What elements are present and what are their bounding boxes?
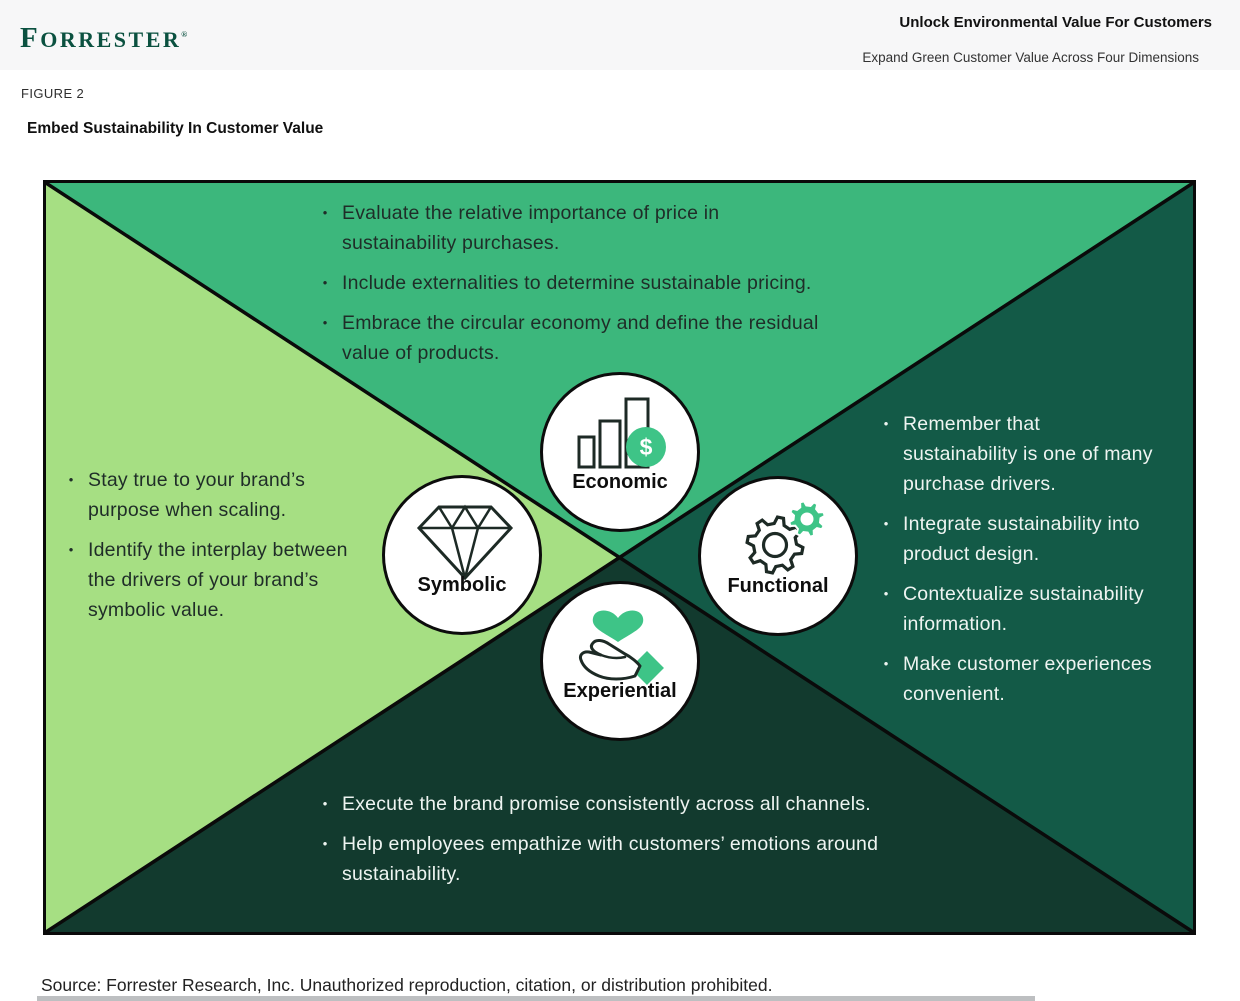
bullet-icon: •: [68, 472, 74, 487]
list-item: •Help employees empathize with customers…: [318, 829, 958, 889]
list-item: •Stay true to your brand’s purpose when …: [64, 465, 364, 525]
list-item: •Integrate sustainability into product d…: [879, 509, 1179, 569]
list-item: •Embrace the circular economy and define…: [318, 308, 958, 368]
list-item: •Identify the interplay between the driv…: [64, 535, 364, 625]
economic-bullet-list: •Evaluate the relative importance of pri…: [318, 198, 958, 378]
experiential-label: Experiential: [563, 680, 677, 702]
functional-badge: Functional: [698, 476, 858, 636]
list-item: •Make customer experiences convenient.: [879, 649, 1179, 709]
bullet-icon: •: [322, 796, 328, 811]
functional-bullet-list: •Remember that sustainability is one of …: [879, 409, 1179, 719]
economic-badge: $ Economic: [540, 372, 700, 532]
hand-heart-icon: [579, 610, 664, 685]
list-item: •Contextualize sustainability informatio…: [879, 579, 1179, 639]
bullet-icon: •: [322, 205, 328, 220]
header-band: Forrester® Unlock Environmental Value Fo…: [0, 0, 1240, 70]
registered-mark: ®: [181, 30, 188, 39]
report-title: Unlock Environmental Value For Customers: [899, 14, 1212, 31]
figure-label: FIGURE 2: [21, 86, 85, 101]
symbolic-label: Symbolic: [417, 574, 507, 596]
bullet-icon: •: [322, 836, 328, 851]
svg-text:$: $: [640, 434, 653, 460]
forrester-logo: Forrester®: [20, 20, 187, 55]
source-note: Source: Forrester Research, Inc. Unautho…: [41, 975, 773, 995]
figure-title: Embed Sustainability In Customer Value: [27, 120, 324, 137]
symbolic-bullet-list: •Stay true to your brand’s purpose when …: [64, 465, 364, 635]
economic-label: Economic: [572, 471, 668, 493]
list-item: •Include externalities to determine sust…: [318, 268, 958, 298]
gears-icon: [745, 500, 826, 575]
brand-name: Forrester: [20, 22, 182, 54]
bar-chart-dollar-icon: $: [577, 397, 666, 469]
experiential-badge: Experiential: [540, 581, 700, 741]
functional-label: Functional: [727, 575, 829, 597]
list-item: •Evaluate the relative importance of pri…: [318, 198, 958, 258]
horizontal-scrollbar[interactable]: [37, 996, 1035, 1001]
symbolic-badge: Symbolic: [382, 475, 542, 635]
list-item: •Remember that sustainability is one of …: [879, 409, 1179, 499]
bullet-icon: •: [68, 542, 74, 557]
list-item: •Execute the brand promise consistently …: [318, 789, 958, 819]
diamond-icon: [416, 504, 514, 581]
four-dimensions-diagram: •Evaluate the relative importance of pri…: [43, 180, 1196, 935]
report-subtitle: Expand Green Customer Value Across Four …: [862, 50, 1199, 65]
experiential-bullet-list: •Execute the brand promise consistently …: [318, 789, 958, 899]
bullet-icon: •: [322, 315, 328, 330]
bullet-icon: •: [883, 416, 889, 431]
bullet-icon: •: [883, 586, 889, 601]
bullet-icon: •: [883, 656, 889, 671]
bullet-icon: •: [322, 275, 328, 290]
bullet-icon: •: [883, 516, 889, 531]
